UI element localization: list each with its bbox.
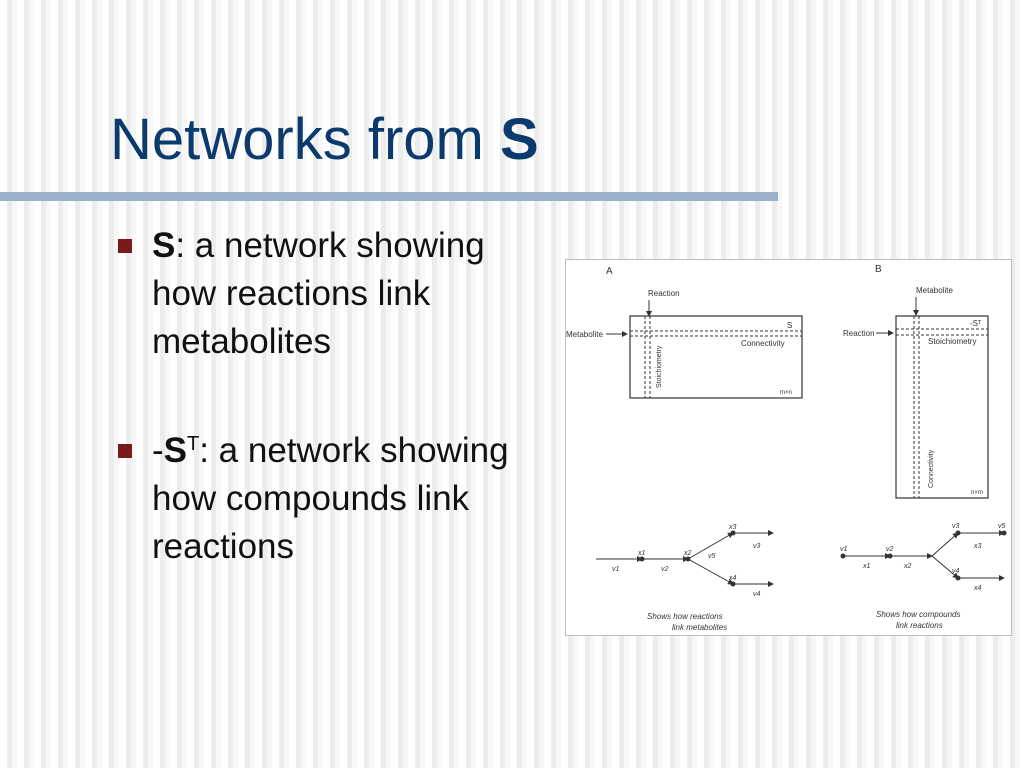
bullet-text: : a network showing how reactions link m… <box>152 226 485 361</box>
bullet-prefix: - <box>152 431 164 470</box>
panel-a: A Reaction Metabolite S Connectivity Sto… <box>566 266 803 632</box>
network-b-node <box>1001 530 1007 536</box>
panel-a-letter: A <box>606 266 613 277</box>
network-b-node-label: v1 <box>840 546 848 553</box>
title-text: Networks from <box>110 107 500 172</box>
network-b-node-label: v3 <box>952 523 960 530</box>
network-b-edge <box>931 555 959 579</box>
network-b-node <box>955 575 961 581</box>
panel-b-letter: B <box>875 264 882 275</box>
panel-a-connectivity-label: Connectivity <box>741 339 785 348</box>
network-b-node-label: v4 <box>952 568 960 575</box>
network-a-node-label: x1 <box>637 550 646 557</box>
panel-a-reaction-label: Reaction <box>648 289 680 298</box>
network-b-edge-label: x2 <box>903 563 912 570</box>
panel-b-caption-line1: Shows how compounds <box>876 610 961 619</box>
network-a-edge-label: v1 <box>612 566 620 573</box>
matrix-s-box <box>629 315 803 399</box>
bullet-symbol: S <box>163 431 188 470</box>
network-a-node <box>730 581 736 587</box>
network-b-node <box>955 530 961 536</box>
panel-a-matrix-symbol: S <box>787 321 792 330</box>
network-a-node <box>685 556 691 562</box>
network-b-node-label: v2 <box>886 546 894 553</box>
network-a-node-label: x4 <box>728 575 737 582</box>
network-a-node-label: x3 <box>728 524 737 531</box>
network-b-edge-label: x4 <box>973 585 982 592</box>
network-a-edge-label: v5 <box>708 553 716 560</box>
square-bullet-icon <box>118 444 132 458</box>
network-figure: A Reaction Metabolite S Connectivity Sto… <box>565 259 1012 636</box>
bullet-superscript: T <box>187 433 200 455</box>
bullet-text: : a network showing how compounds link r… <box>152 431 509 566</box>
network-b-edge <box>931 532 959 557</box>
bullet-item: -ST: a network showing how compounds lin… <box>118 427 538 571</box>
panel-b-matrix-symbol: -Sᵀ <box>970 319 982 328</box>
bullet-item: S: a network showing how reactions link … <box>118 222 538 366</box>
panel-a-metabolite-label: Metabolite <box>566 330 603 339</box>
panel-a-dims-label: m×n <box>780 390 792 396</box>
network-a-edge-label: v3 <box>753 543 761 550</box>
panel-a-caption-line1: Shows how reactions <box>647 612 723 621</box>
panel-b-dims-label: n×m <box>971 490 983 496</box>
bullet-symbol: S <box>152 226 176 265</box>
network-a-node-label: x2 <box>683 550 692 557</box>
figure-svg: A Reaction Metabolite S Connectivity Sto… <box>566 264 1007 632</box>
panel-b-caption-line2: link reactions <box>896 621 943 630</box>
title-bold-s: S <box>499 107 539 172</box>
network-a-edge-label: v4 <box>753 591 761 598</box>
network-b-node <box>887 553 893 559</box>
network-b-edge-label: x1 <box>862 563 871 570</box>
network-a-node <box>639 556 645 562</box>
network-a-edge <box>687 532 734 560</box>
matrix-st-box <box>895 315 989 499</box>
network-b-node <box>840 553 846 559</box>
slide-title: Networks from S <box>110 104 539 176</box>
panel-b-reaction-label: Reaction <box>843 329 875 338</box>
network-a-edge-label: v2 <box>661 566 669 573</box>
panel-a-stoichiometry-label: Stoichiometry <box>656 345 663 388</box>
network-b-edge-label: x3 <box>973 543 982 550</box>
network-a-node <box>730 530 736 536</box>
panel-a-caption-line2: link metabolites <box>672 623 727 632</box>
bullet-list: S: a network showing how reactions link … <box>118 222 538 571</box>
panel-b-metabolite-label: Metabolite <box>916 286 953 295</box>
panel-b-stoichiometry-label: Stoichiometry <box>928 337 976 346</box>
network-a-edge <box>687 558 734 585</box>
panel-b: B Metabolite Reaction -Sᵀ Stoichiometry … <box>840 264 1007 630</box>
network-b-node-label: v5 <box>998 523 1006 530</box>
title-underline <box>0 192 778 201</box>
panel-b-connectivity-label: Connectivity <box>928 449 935 488</box>
square-bullet-icon <box>118 239 132 253</box>
